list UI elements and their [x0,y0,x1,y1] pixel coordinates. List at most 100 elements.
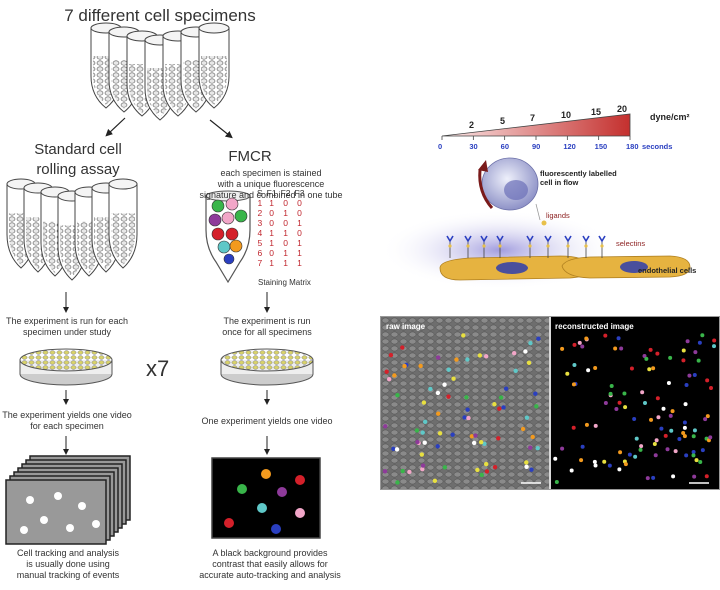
reconstructed-cell-dot [665,447,670,452]
reconstructed-cell-dot [569,468,574,473]
matrix-cell: 0 [269,208,274,218]
reconstructed-image [551,317,719,489]
reconstructed-cell-dot [609,384,614,389]
standard-step2-line2: for each specimen [30,421,104,431]
raw-cell-dot [497,406,502,411]
reconstructed-cell-dot [670,409,675,414]
raw-cell-dot [465,407,470,412]
raw-cell-dot [435,444,440,449]
reconstructed-cell-dot [639,444,644,449]
raw-cell-dot [483,354,489,359]
fmcr-desc-line3: signature and combined in one tube [199,190,343,200]
selectin-molecules [446,235,606,258]
reconstructed-cell-dot [692,373,697,378]
reconstructed-cell-dot [706,438,711,443]
workflow-diagram [5,22,321,545]
reconstructed-cell-dot [691,450,696,455]
time-tick-label: 0 [438,142,442,151]
matrix-cell: 1 [283,258,288,268]
raw-cell-dot [418,363,423,369]
reconstructed-cell-dot [560,446,565,451]
raw-cell-dot [435,390,441,396]
raw-cell-dot [526,360,532,366]
reconstructed-cell-dot [700,448,705,453]
arrow-to-fmcr [209,119,233,139]
petri-dish-fmcr [220,348,314,386]
fmcr-step3-line1: A black background provides [212,548,328,558]
matrix-cell: 0 [283,238,288,248]
raw-cell-dot [528,445,533,450]
reconstructed-cell-dot [579,458,584,463]
matrix-cell: 0 [283,198,288,208]
matrix-cell: 1 [269,258,274,268]
selectin [496,235,504,258]
matrix-cell: 1 [297,218,302,228]
raw-cell-dot [475,467,480,473]
matrix-cell: 1 [269,238,274,248]
raw-cell-dot [392,373,397,378]
fmcr-step1: The experiment is run once for all speci… [204,316,330,338]
reconstructed-image-label: reconstructed image [555,322,634,331]
selectin [598,235,606,258]
stress-tick-label: 5 [500,116,505,126]
reconstructed-cell-dot [682,420,687,425]
time-tick-label: 120 [563,142,576,151]
fmcr-step1-line1: The experiment is run [223,316,311,326]
standard-step3: Cell tracking and analysis is usually do… [4,548,132,581]
matrix-cell: 4 [257,228,263,238]
fmcr-step1-line2: once for all specimens [222,327,312,337]
reconstructed-cell-dot [705,414,710,419]
raw-cell-dot [420,463,426,468]
matrix-cell: 1 [297,258,302,268]
reconstructed-cell-dot [651,366,656,371]
matrix-cell: 6 [257,248,263,258]
reconstructed-cell-dot [577,340,582,345]
matrix-header-cell: F2 [280,188,291,198]
fmcr-desc-line2: with a unique fluorescence [217,179,325,189]
reconstructed-cell-dot [666,380,671,385]
reconstructed-cell-dot [571,382,576,387]
reconstructed-cell-dot [656,415,661,420]
reconstructed-cell-dot [692,474,697,479]
reconstructed-cell-dot [644,356,649,361]
reconstructed-cell-dot [691,434,696,439]
reconstructed-cell-dot [554,480,559,485]
raw-cell-dot [383,424,388,429]
time-tick-label: 180 [626,142,639,151]
raw-cell-dot [479,472,485,478]
cell-label-line1: fluorescently labelled [540,169,617,178]
fmcr-desc-line1: each specimen is stained [220,168,322,178]
reconstructed-cell-dot [663,433,668,438]
reconstructed-cell-dot [694,458,699,463]
reconstructed-cell-dot [645,476,650,481]
reconstructed-cell-dot [571,425,576,430]
reconstructed-cell-dot [677,436,682,441]
raw-cell-dot [534,404,539,409]
reconstructed-cell-dot [661,406,666,411]
video-frame-fmcr [211,457,321,539]
reconstructed-cell-dot [607,463,612,468]
reconstructed-cell-dot [584,422,589,427]
stress-tick-label: 20 [617,104,627,114]
petri-dish-standard [19,348,113,386]
raw-cell-dot [420,430,425,435]
standard-title-line2: rolling assay [36,161,120,178]
reconstructed-cell-dot [655,396,660,401]
stress-unit: dyne/cm² [650,112,690,122]
reconstructed-cell-dot [698,460,703,465]
raw-cell-dot [414,428,420,433]
reconstructed-cell-dot [622,391,627,396]
matrix-cell: 3 [257,218,263,228]
reconstructed-cell-dot [709,385,714,390]
reconstructed-cell-dot [681,358,686,363]
reconstructed-cell-dot [655,351,660,356]
reconstructed-cell-dot [593,423,598,428]
raw-cell-dot [432,478,438,484]
ligands-label: ligands [546,211,570,220]
raw-cell-dot [528,340,533,346]
reconstructed-cell-dot [632,416,637,421]
raw-cell-dot [384,369,389,374]
reconstructed-cell-dot [634,436,639,441]
reconstructed-cell-dot [572,363,577,368]
